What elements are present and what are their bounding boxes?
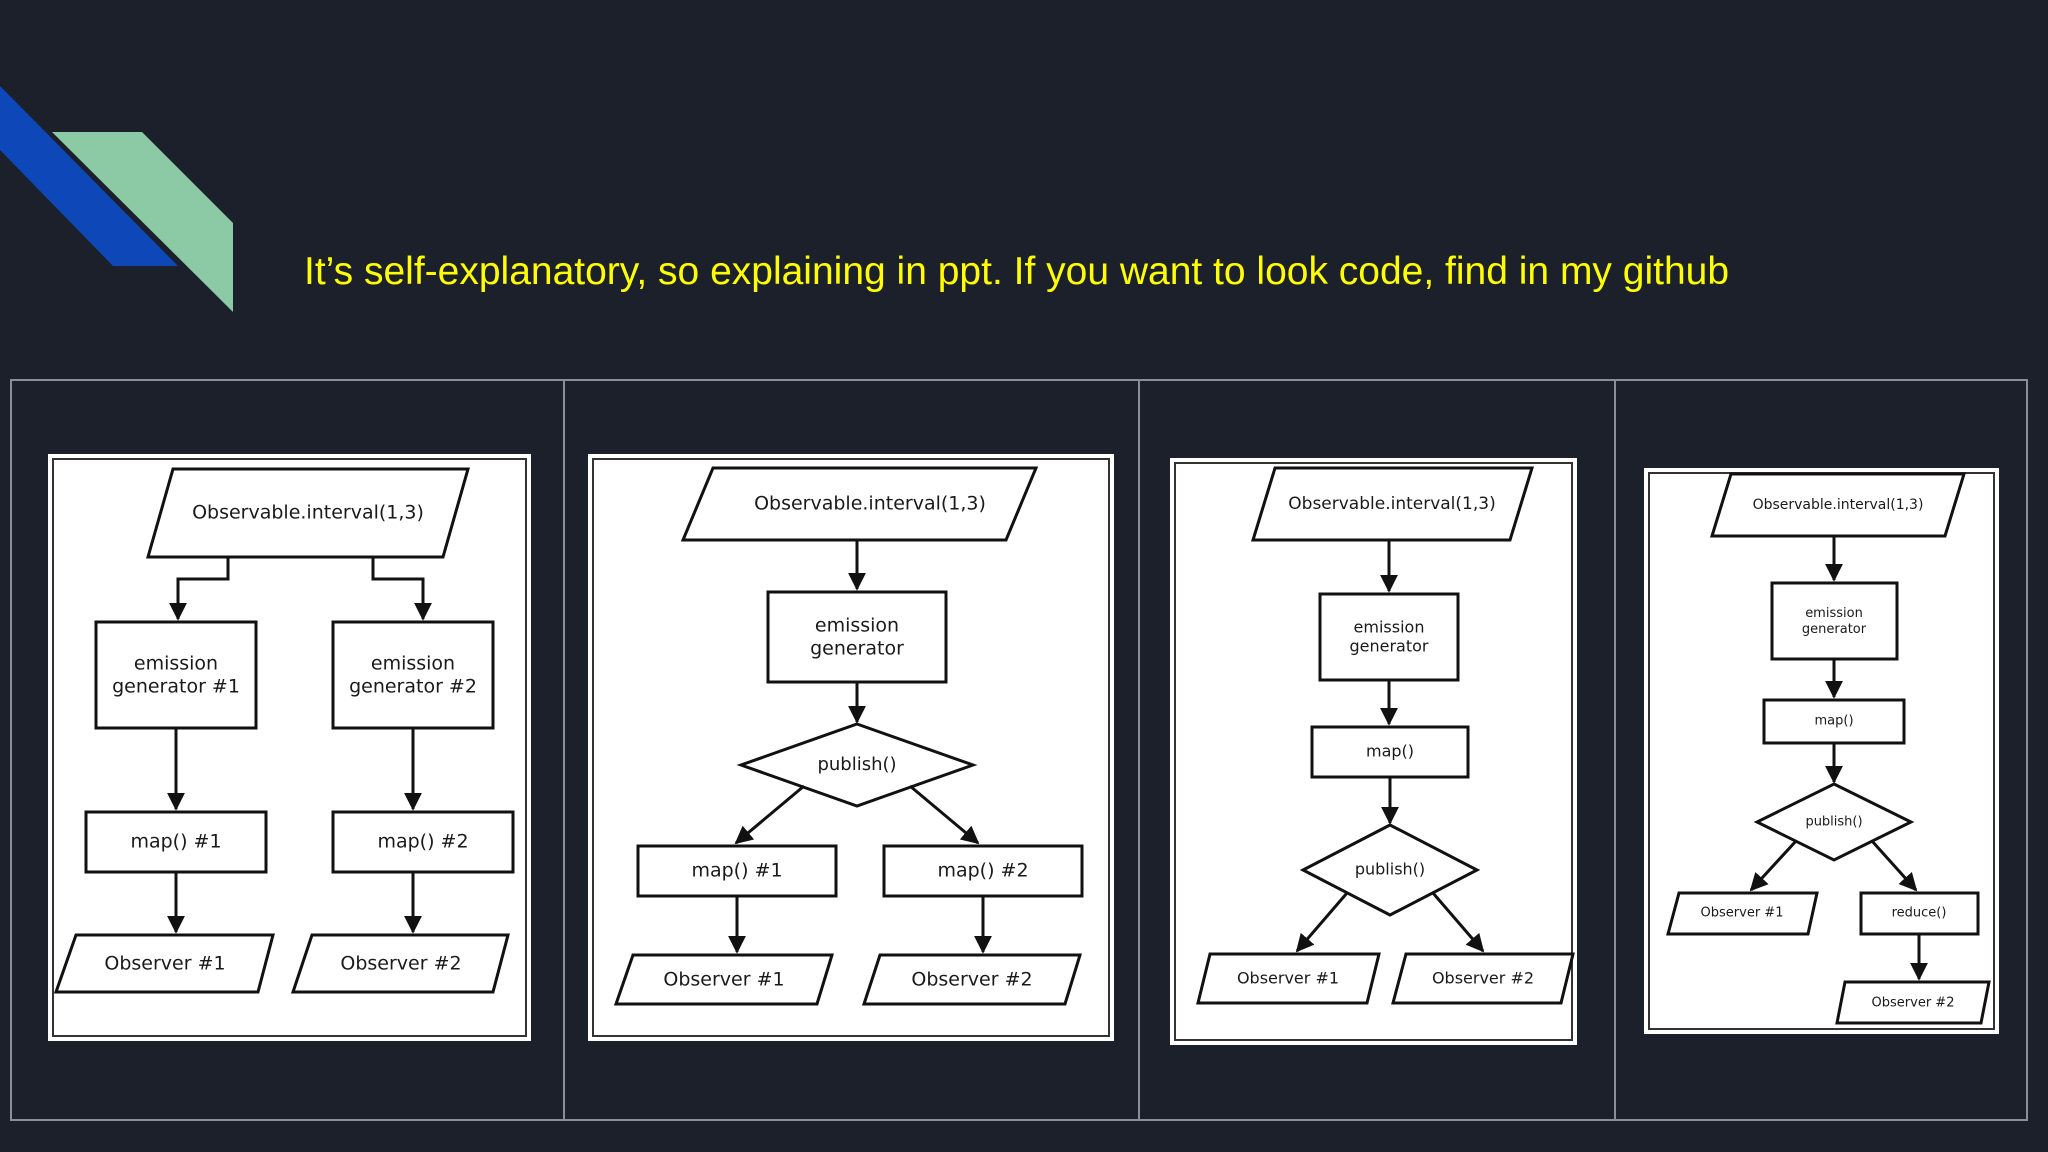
source-label: Observable.interval(1,3) [1753,497,1924,513]
observer-2-label: Observer #2 [340,953,461,975]
observer-1-node [1196,952,1381,1005]
panel-frame [1174,462,1573,1041]
map-label: map() [1366,742,1414,761]
source-node [146,467,470,559]
source-node [680,466,1039,542]
publish-label: publish() [1805,815,1862,830]
observer-2-node [1391,952,1575,1005]
edge [1431,892,1485,953]
observer-2-label: Observer #2 [1872,996,1955,1011]
observer-1-node [53,933,275,994]
observer-1-label: Observer #1 [663,969,784,991]
table-cell-divider [1138,381,1140,1119]
map-2-node [882,844,1084,898]
observer-1-label: Observer #1 [1701,906,1784,921]
corner-accent-shape [0,86,233,312]
observer-2-label: Observer #2 [911,969,1032,991]
panel-frame [592,458,1110,1037]
panel-frame [52,458,527,1037]
reduce-label: reduce() [1892,906,1947,921]
observer-1-node [1666,891,1819,936]
edge [169,557,230,621]
table-cell-divider [563,381,565,1119]
accent-green-stripe [52,132,233,312]
generator-2-node [331,620,495,730]
slide-title: It’s self-explanatory, so explaining in … [304,250,1730,293]
generator-node [766,590,948,684]
generator-node [1318,592,1460,682]
source-label: Observable.interval(1,3) [192,502,424,524]
edge [1749,839,1798,892]
publish-label: publish() [1355,860,1425,879]
map-1-label: map() #1 [691,860,782,882]
edge [909,784,980,845]
source-node [1250,466,1535,542]
panel-frame [1648,472,1995,1030]
map-2-label: map() #2 [937,860,1028,882]
source-label: Observable.interval(1,3) [754,493,986,515]
publish-label: publish() [817,754,896,775]
publish-node [1299,823,1481,917]
map-1-node [84,810,268,874]
map-2-label: map() #2 [377,831,468,853]
observer-2-node [861,953,1083,1006]
observer-1-node [613,953,835,1006]
map-2-node [331,810,515,874]
map-node [1762,698,1906,745]
publish-node [736,722,978,808]
table-cell-divider [1614,381,1616,1119]
map-label: map() [1814,714,1853,729]
map-1-label: map() #1 [130,831,221,853]
observer-2-node [290,933,510,994]
source-node [1709,472,1967,538]
source-label: Observable.interval(1,3) [1288,494,1495,514]
edge [371,557,432,621]
observer-1-label: Observer #1 [104,953,225,975]
map-1-node [636,844,838,898]
observer-2-node [1835,980,1991,1025]
edge [1295,892,1349,953]
accent-blue-stripe [0,86,178,266]
generator-node [1770,581,1899,661]
observer-1-label: Observer #1 [1237,969,1339,988]
edge [734,784,805,845]
observer-2-label: Observer #2 [1432,969,1534,988]
edge [1870,839,1918,892]
